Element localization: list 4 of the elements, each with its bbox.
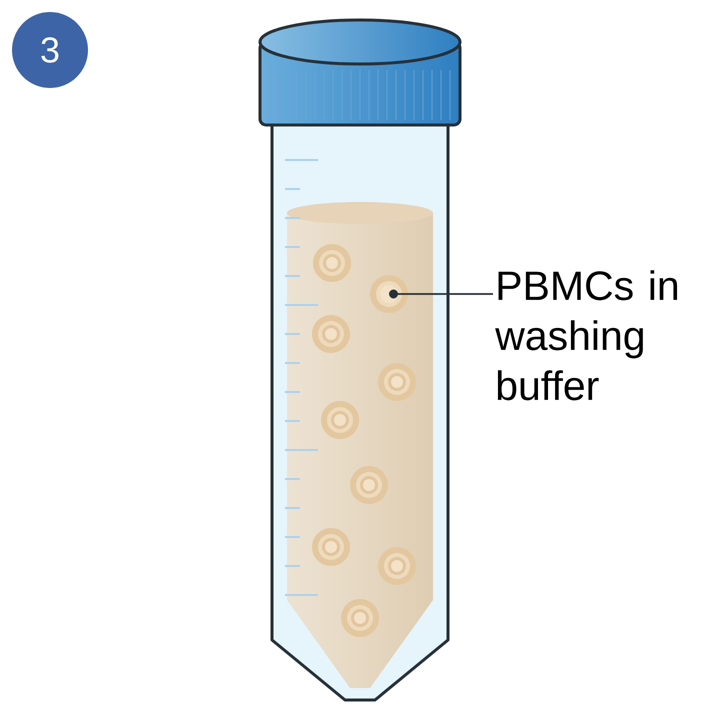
callout-label: PBMCs in washing buffer xyxy=(495,270,678,400)
cell xyxy=(370,275,408,313)
leader-line xyxy=(389,290,493,298)
step-number-badge: 3 xyxy=(12,12,88,88)
